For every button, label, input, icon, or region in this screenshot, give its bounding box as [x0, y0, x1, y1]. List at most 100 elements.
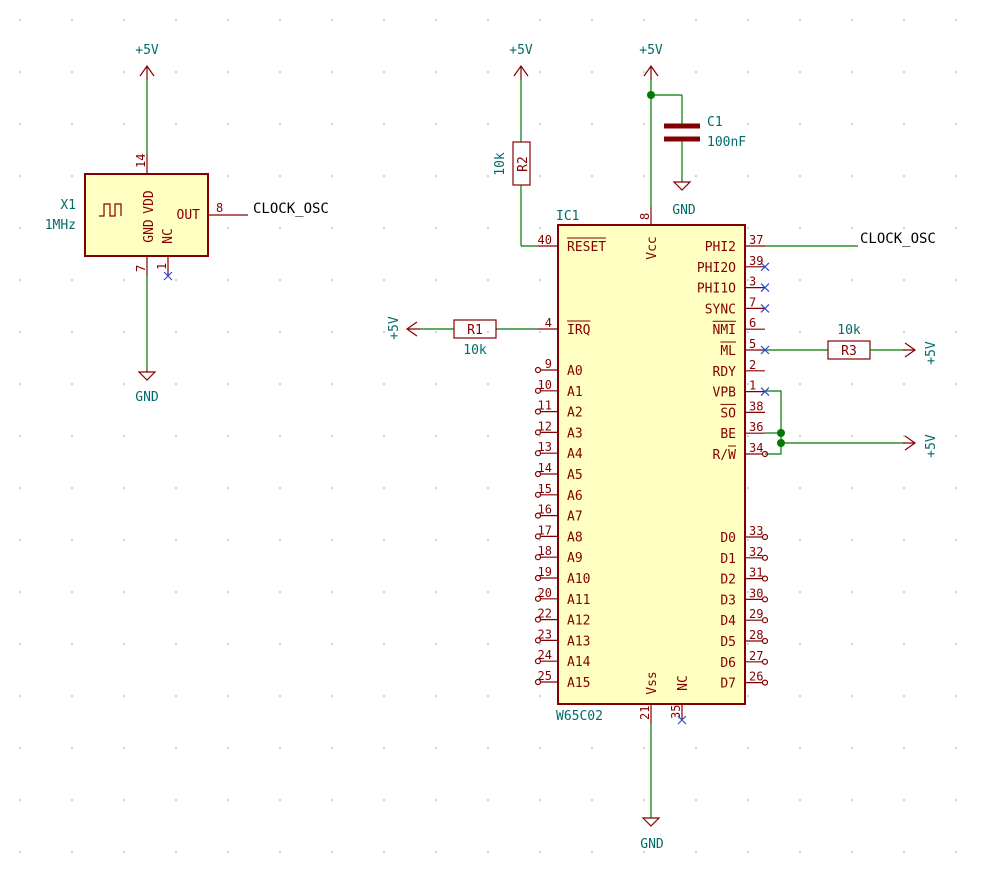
ic1-pin-num: 15 [538, 482, 552, 496]
x1-pin1-num: 1 [155, 263, 169, 270]
net-wires-right: CLOCK_OSC +5V [765, 231, 939, 458]
open-pin-marker [534, 637, 542, 644]
ic1-pin-num: 33 [749, 524, 763, 538]
r1-ref: R1 [467, 323, 483, 338]
open-pin-marker [761, 637, 769, 645]
c1-gnd-text: GND [672, 203, 696, 218]
net-label-clock-ic1: CLOCK_OSC [860, 231, 936, 247]
ic1-pin-num: 18 [538, 544, 552, 558]
ic1-pin-label: A11 [567, 593, 590, 608]
r3-ref: R3 [841, 344, 857, 359]
no-connect-icon [760, 303, 770, 313]
ic1-ref: IC1 [556, 209, 579, 224]
ic1-pin-num: 40 [538, 233, 552, 247]
ic1-pin-num: 11 [538, 399, 552, 413]
ic1-pin-num: 4 [545, 316, 552, 330]
r1-vcc-label: +5V [387, 316, 402, 340]
x1-nc-label: NC [161, 228, 176, 244]
ic1-vss-label: Vss [645, 671, 660, 694]
c1-gnd-symbol: GND [672, 181, 696, 218]
ic1-pin-r-w[interactable]: 34R/W [713, 441, 769, 463]
capacitor-c1[interactable]: +5V GND C1 100nF [639, 43, 746, 218]
ic1-pin-label: D5 [720, 635, 736, 650]
resistor-r2[interactable]: +5V R2 10k [493, 43, 538, 247]
ic1-pin-label: D1 [720, 552, 736, 567]
ic1-pin-num: 26 [749, 670, 763, 684]
oscillator-x1[interactable]: +5V 14 VDD GND NC OUT X1 1MHz 8 CLOCK_OS… [45, 43, 329, 405]
ic1-pin-num: 27 [749, 649, 763, 663]
ic1-pin-label: RESET [567, 240, 606, 255]
open-pin-marker [761, 554, 769, 561]
ic1-pin-label: NMI [713, 323, 736, 338]
ic1-pin-num: 20 [538, 586, 552, 600]
ic1-pin-label: A1 [567, 385, 583, 400]
ic1-pin-num: 16 [538, 503, 552, 517]
ic1-pin-label: A6 [567, 489, 583, 504]
net-label-clock-x1: CLOCK_OSC [253, 201, 329, 217]
no-connect-icon [760, 283, 770, 293]
clock-wave-icon [99, 203, 122, 217]
x1-ref: X1 [60, 198, 76, 213]
resistor-r1[interactable]: R1 10k +5V [387, 316, 538, 358]
junction-dot [777, 429, 785, 437]
ic1-pin-num: 32 [749, 545, 763, 559]
open-pin-marker [534, 491, 542, 498]
ic1-pin35-num: 35 [669, 705, 683, 719]
r1-vcc-symbol: +5V [387, 316, 420, 340]
ic1-pin-label: A13 [567, 634, 590, 649]
c1-vcc-symbol: +5V [639, 43, 663, 80]
ic1-pin-num: 19 [538, 565, 552, 579]
junction-dot [777, 439, 785, 447]
ic1-pin21-num: 21 [638, 706, 652, 720]
ic1-pin-num: 31 [749, 566, 763, 580]
ic1-pin-label: D7 [720, 677, 736, 692]
open-pin-marker [534, 595, 542, 602]
open-pin-marker [534, 533, 542, 540]
open-pin-marker [761, 596, 769, 603]
ic1-pin-label: A0 [567, 364, 583, 379]
x1-pin14-num: 14 [134, 154, 148, 168]
ic1-vcc-label: Vcc [645, 236, 660, 259]
x1-vdd-label: VDD [142, 190, 157, 214]
c1-ref: C1 [707, 115, 723, 130]
open-pin-marker [534, 658, 542, 665]
ic1-pin-num: 22 [538, 607, 552, 621]
resistor-r3[interactable]: R3 10k +5V [765, 323, 939, 365]
